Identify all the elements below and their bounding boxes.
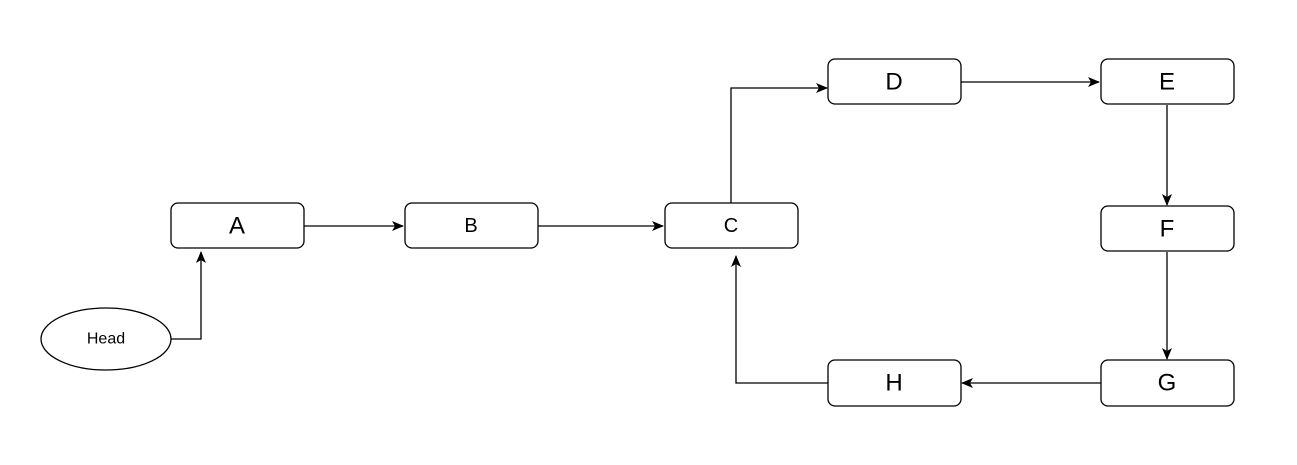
edge-h-to-c [731, 255, 828, 384]
node-e: E [1100, 58, 1235, 105]
edge-c-to-d [730, 83, 828, 203]
edge-head-to-a [171, 251, 206, 340]
node-b-label: B [464, 215, 477, 237]
node-h: H [827, 359, 962, 407]
node-f: F [1100, 205, 1235, 252]
node-h-label: H [885, 370, 902, 397]
node-c: C [664, 202, 799, 249]
node-a-label: A [229, 213, 245, 240]
node-a: A [170, 202, 305, 249]
head-node: Head [40, 307, 172, 371]
node-e-label: E [1159, 69, 1175, 96]
node-d-label: D [885, 69, 902, 96]
node-g: G [1100, 359, 1235, 407]
node-g-label: G [1158, 370, 1177, 397]
node-b: B [404, 202, 539, 249]
node-d: D [827, 58, 962, 105]
head-label: Head [87, 331, 125, 348]
node-f-label: F [1160, 216, 1175, 243]
node-c-label: C [724, 215, 738, 237]
edges [171, 77, 1172, 388]
